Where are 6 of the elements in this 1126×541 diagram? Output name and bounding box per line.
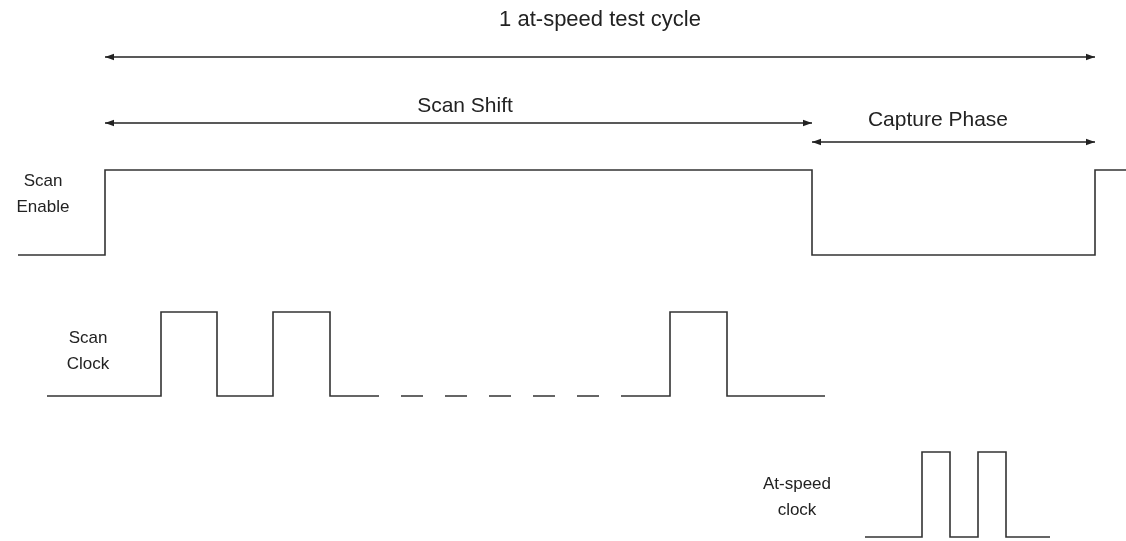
span-label: 1 at-speed test cycle [498,6,702,33]
signal-name: At-speed clock [761,473,832,521]
signal-name: Scan Clock [65,327,111,375]
signal-name: Scan Enable [15,170,71,218]
span-label: Scan Shift [416,92,514,118]
span-label: Capture Phase [866,106,1010,132]
